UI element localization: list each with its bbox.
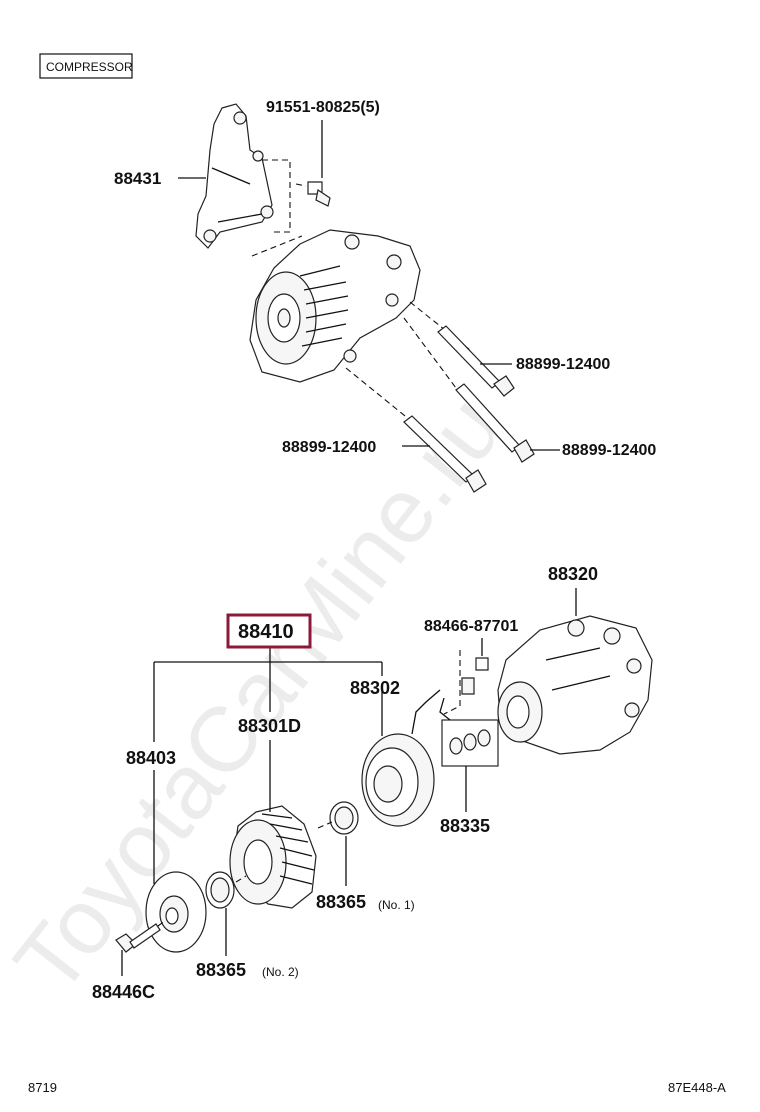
label-88301D: 88301D xyxy=(238,716,301,736)
label-91551-80825: 91551-80825(5) xyxy=(266,99,380,116)
label-88403: 88403 xyxy=(126,748,176,768)
bolt-88446C-illustration xyxy=(115,923,161,953)
label-88302: 88302 xyxy=(350,678,400,698)
label-88410: 88410 xyxy=(238,621,294,643)
compressor-dashed-leader-a xyxy=(251,235,303,257)
label-88899-12400-right-2: 88899-12400 xyxy=(562,442,656,459)
compressor-88320-illustration xyxy=(497,615,653,755)
label-88446C: 88446C xyxy=(92,982,155,1002)
highlight-box-88410 xyxy=(226,613,312,649)
label-88365-no1-note: (No. 1) xyxy=(378,898,415,912)
watermark-text: ToyotaCarMine.ru xyxy=(0,377,523,1012)
hub-88403-illustration xyxy=(145,871,207,953)
ring-88365-no1-illustration xyxy=(329,801,359,835)
label-88365-no2: 88365 xyxy=(196,960,246,980)
label-88365-no2-note: (No. 2) xyxy=(262,965,299,979)
bracket-dashed-leader xyxy=(262,159,291,233)
bolt-88446C-dashed xyxy=(157,919,167,927)
pulley-88301D-illustration xyxy=(229,805,317,909)
bolt-91551-illustration xyxy=(307,181,331,207)
ring-no1-dashed xyxy=(317,821,333,829)
label-88899-12400-left: 88899-12400 xyxy=(282,439,376,456)
ring-88365-no2-illustration xyxy=(205,871,235,909)
label-88466-87701: 88466-87701 xyxy=(424,618,518,635)
compressor-dashed-leader-c xyxy=(403,317,457,389)
label-88335: 88335 xyxy=(440,816,490,836)
shim-set-88335-illustration xyxy=(441,719,499,767)
label-88320: 88320 xyxy=(548,564,598,584)
footer-left-code: 8719 xyxy=(28,1080,57,1095)
long-bolt-right-2 xyxy=(455,383,535,463)
stator-88302-illustration xyxy=(361,733,435,827)
long-bolt-right-1 xyxy=(437,325,515,397)
label-88899-12400-right-1: 88899-12400 xyxy=(516,356,610,373)
bracket-88431-illustration xyxy=(195,103,274,249)
leader-91551-dashed xyxy=(295,183,307,187)
switch-88466-illustration xyxy=(411,657,489,735)
footer-right-code: 87E448-A xyxy=(668,1080,726,1095)
compressor-dashed-leader-d xyxy=(345,367,411,421)
section-label-text: COMPRESSOR xyxy=(46,60,133,74)
section-label-box: COMPRESSOR xyxy=(39,53,133,79)
switch-dashed-leader xyxy=(443,650,461,715)
compressor-upper-illustration xyxy=(249,229,421,383)
long-bolt-left xyxy=(403,415,487,493)
ring-no2-dashed xyxy=(235,875,247,883)
label-88431: 88431 xyxy=(114,169,161,188)
label-88365-no1: 88365 xyxy=(316,892,366,912)
